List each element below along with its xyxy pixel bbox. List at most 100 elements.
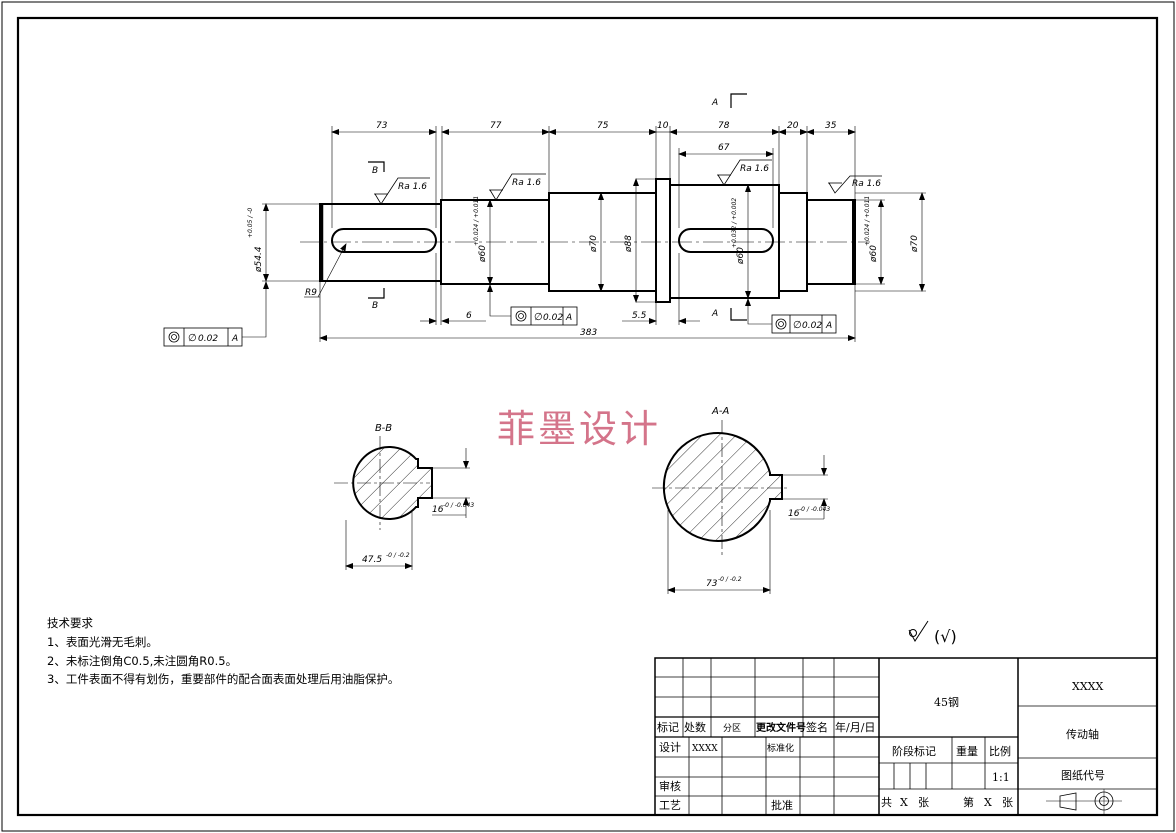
dim-6: 6 bbox=[466, 311, 472, 321]
dim-67: 67 bbox=[718, 143, 730, 153]
shaft-segment-4 bbox=[669, 184, 780, 299]
dim-78: 78 bbox=[718, 121, 730, 131]
rev-header-mark: 标记 bbox=[657, 720, 679, 734]
aa-width-tol: -0 / -0.2 bbox=[718, 576, 742, 583]
scale-label: 比例 bbox=[989, 744, 1011, 758]
aa-width-dim: 73 bbox=[706, 579, 718, 589]
general-roughness-note: (√) bbox=[934, 627, 957, 646]
svg-text:∅: ∅ bbox=[188, 333, 197, 344]
tolerance-frame-1: ∅ 0.02 A bbox=[163, 281, 269, 347]
shaft-collar bbox=[655, 178, 671, 303]
keyway-2 bbox=[678, 228, 774, 253]
rev-header-zone: 分区 bbox=[723, 723, 741, 734]
diameter-dimensions bbox=[262, 178, 926, 303]
bottom-dimensions bbox=[319, 253, 856, 342]
watermark: 菲墨设计 bbox=[497, 407, 662, 451]
svg-text:A: A bbox=[825, 321, 832, 331]
part-name: 传动轴 bbox=[1066, 727, 1099, 741]
section-marks bbox=[368, 93, 747, 321]
roughness-3: Ra 1.6 bbox=[740, 164, 769, 174]
dim-phi60a-tol: +0.024 / +0.011 bbox=[473, 196, 480, 246]
roughness-1: Ra 1.6 bbox=[398, 182, 427, 192]
stage-label: 阶段标记 bbox=[892, 744, 936, 758]
material: 45钢 bbox=[934, 696, 959, 709]
roughness-4: Ra 1.6 bbox=[852, 179, 881, 189]
section-mark-a-top: A bbox=[711, 98, 718, 108]
section-mark-b-top: B bbox=[372, 166, 378, 176]
section-aa-label: A-A bbox=[711, 406, 729, 417]
rev-header-sign: 签名 bbox=[806, 720, 828, 734]
dim-383: 383 bbox=[580, 328, 597, 338]
dim-77: 77 bbox=[490, 121, 502, 131]
shaft-segment-1 bbox=[319, 203, 442, 282]
svg-text:A: A bbox=[231, 334, 238, 344]
svg-text:A: A bbox=[565, 313, 572, 323]
tech-requirement-1: 1、表面光滑无毛刺。 bbox=[47, 635, 158, 649]
dim-73: 73 bbox=[376, 121, 388, 131]
dim-35: 35 bbox=[825, 121, 837, 131]
projection-symbol-icon bbox=[1046, 789, 1122, 814]
tech-requirements-title: 技术要求 bbox=[47, 616, 93, 630]
process-label: 工艺 bbox=[659, 799, 681, 812]
section-aa bbox=[652, 420, 828, 594]
dim-phi70b: ø70 bbox=[910, 235, 920, 253]
aa-key-tol: -0 / -0.043 bbox=[799, 506, 830, 513]
weight-label: 重量 bbox=[956, 744, 978, 758]
section-bb-label: B-B bbox=[375, 423, 392, 434]
drawing-no-label: 图纸代号 bbox=[1061, 769, 1105, 782]
dim-phi54-tol: +0.05 / -0 bbox=[247, 208, 254, 238]
inner-border bbox=[16, 16, 1159, 817]
approve-label: 批准 bbox=[771, 798, 793, 812]
total-count: X bbox=[900, 796, 908, 809]
aa-key-dim: 16 bbox=[788, 509, 800, 519]
concentricity-icon bbox=[168, 331, 180, 343]
rev-header-date: 年/月/日 bbox=[835, 720, 875, 734]
concentricity-icon bbox=[775, 318, 787, 330]
dim-10: 10 bbox=[657, 121, 669, 131]
section-mark-a-bottom: A bbox=[711, 309, 718, 319]
dim-phi54: ø54.4 bbox=[254, 246, 264, 273]
page-label: 第 bbox=[963, 795, 974, 809]
dim-phi88: ø88 bbox=[624, 235, 634, 253]
roughness-2: Ra 1.6 bbox=[512, 178, 541, 188]
rev-header-count: 处数 bbox=[684, 721, 706, 734]
tolerance-frame-3: ∅ 0.02 A bbox=[745, 298, 837, 334]
dim-20: 20 bbox=[787, 121, 799, 131]
dim-phi60a: ø60 bbox=[478, 245, 488, 263]
total-label: 共 bbox=[881, 796, 892, 809]
sheet-unit-2: 张 bbox=[1002, 796, 1013, 809]
bb-key-tol: -0 / -0.043 bbox=[443, 502, 474, 509]
tech-requirement-2: 2、未标注倒角C0.5,未注圆角R0.5。 bbox=[47, 654, 238, 668]
dim-phi70a: ø70 bbox=[589, 235, 599, 253]
keyway-1 bbox=[331, 228, 437, 253]
general-roughness-icon bbox=[908, 620, 929, 642]
svg-text:0.02: 0.02 bbox=[802, 321, 822, 331]
tech-requirement-3: 3、工件表面不得有划伤，重要部件的配合面表面处理后用油脂保护。 bbox=[47, 672, 400, 686]
section-mark-b-bottom: B bbox=[372, 301, 378, 311]
roughness-symbols bbox=[374, 159, 882, 205]
review-label: 审核 bbox=[659, 779, 681, 793]
dim-phi60b-tol: +0.032 / +0.002 bbox=[731, 198, 738, 248]
title-block bbox=[654, 657, 1158, 816]
r9-leader bbox=[304, 243, 347, 298]
design-label: 设计 bbox=[659, 741, 681, 754]
standardize-label: 标准化 bbox=[767, 742, 794, 754]
dim-phi60c: ø60 bbox=[869, 245, 879, 263]
page-count: X bbox=[984, 796, 992, 809]
concentricity-icon bbox=[515, 310, 527, 322]
scale-value: 1:1 bbox=[992, 771, 1010, 784]
sheet-unit-1: 张 bbox=[918, 796, 929, 809]
bb-width-tol: -0 / -0.2 bbox=[386, 552, 410, 559]
dim-5-5: 5.5 bbox=[632, 311, 647, 321]
dim-75: 75 bbox=[597, 121, 609, 131]
svg-text:∅: ∅ bbox=[534, 312, 543, 323]
dim-phi60b: ø60 bbox=[736, 247, 746, 265]
svg-text:0.02: 0.02 bbox=[198, 334, 218, 344]
company-name: XXXX bbox=[1072, 680, 1103, 693]
top-dimensions bbox=[331, 126, 856, 228]
bb-key-dim: 16 bbox=[432, 505, 444, 515]
shaft-view bbox=[300, 178, 870, 303]
bb-width-dim: 47.5 bbox=[362, 555, 382, 565]
